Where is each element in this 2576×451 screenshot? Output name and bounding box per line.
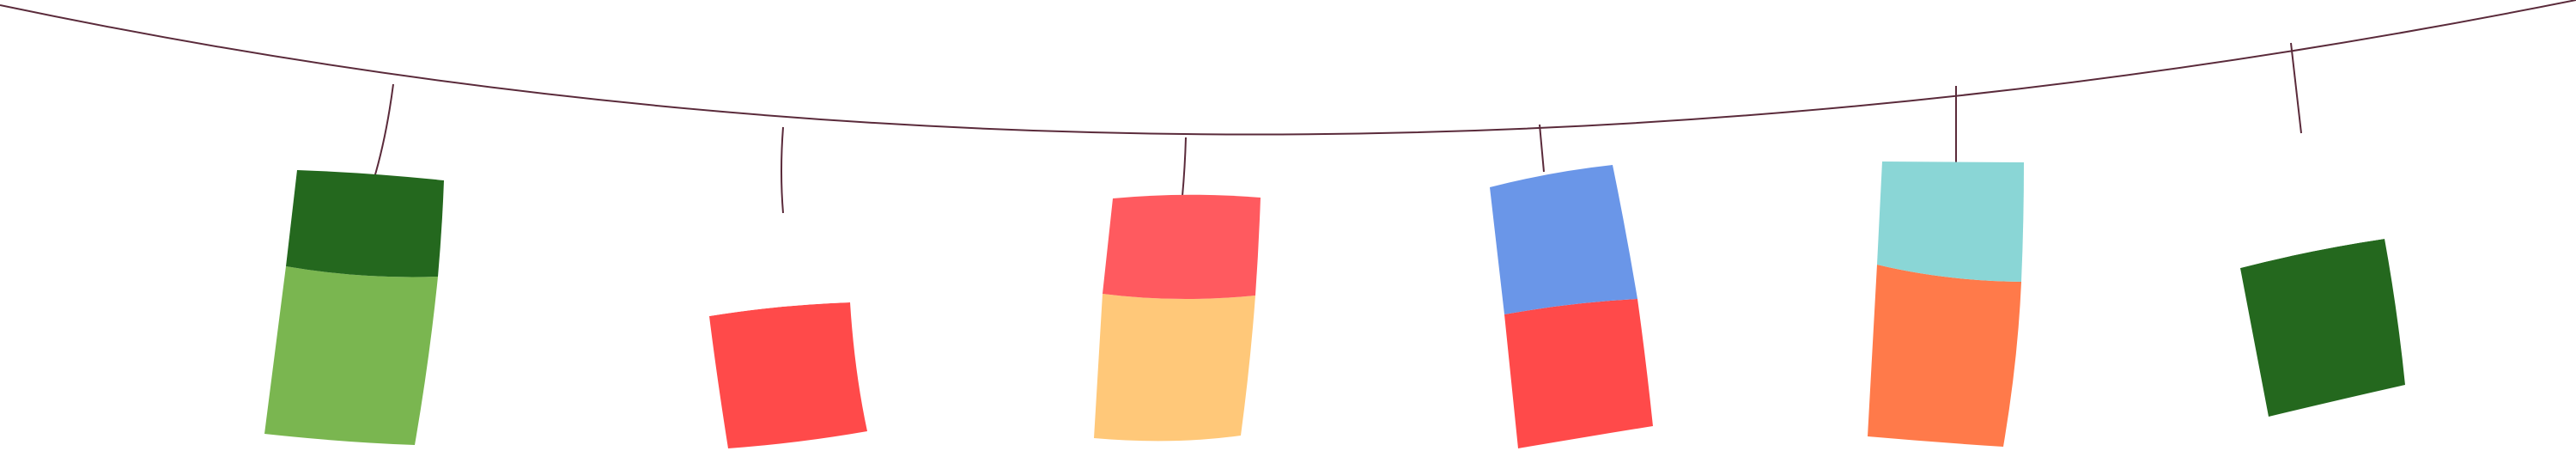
flag-2-top-stripe [709, 210, 850, 316]
flag-5-top-stripe [1877, 162, 2024, 282]
flag-4-top-stripe [1490, 165, 1637, 314]
flag-4-thread [1539, 124, 1545, 173]
flag-5 [1868, 162, 2024, 447]
flag-6-bottom-stripe [2240, 239, 2405, 417]
flag-4-bottom-stripe [1504, 299, 1653, 448]
flag-1-thread [373, 83, 394, 181]
flag-2 [709, 210, 867, 448]
flag-3-thread [1182, 137, 1187, 197]
flag-6-thread [2290, 42, 2302, 134]
flag-2-thread [781, 126, 784, 214]
flag-2-bottom-stripe [709, 302, 867, 448]
flag-3 [1094, 194, 1261, 442]
flag-3-top-stripe [1103, 194, 1261, 300]
flag-5-bottom-stripe [1868, 265, 2021, 447]
flag-1 [264, 170, 444, 445]
flag-6-top-stripe [2222, 122, 2385, 268]
flag-1-bottom-stripe [264, 266, 438, 445]
flag-4 [1490, 165, 1653, 448]
flag-6 [2222, 122, 2405, 417]
flag-1-top-stripe [286, 170, 444, 277]
garland-string [0, 0, 2576, 136]
flag-3-bottom-stripe [1094, 294, 1255, 442]
